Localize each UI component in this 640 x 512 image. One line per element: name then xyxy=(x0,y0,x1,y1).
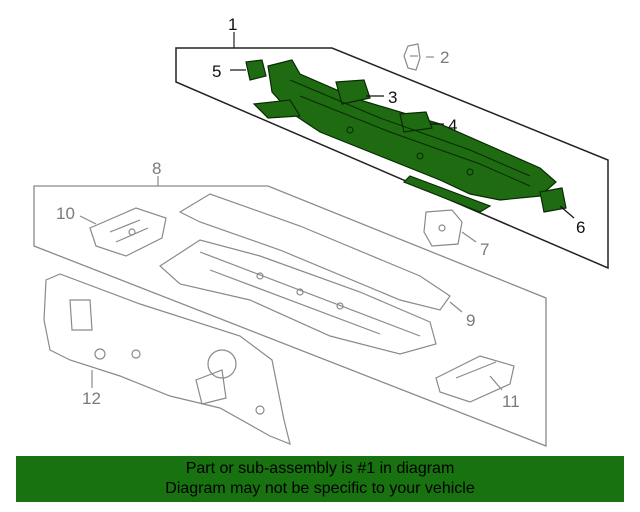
banner-line-2: Diagram may not be specific to your vehi… xyxy=(165,480,475,497)
leader-7 xyxy=(461,231,477,243)
leader-6 xyxy=(559,205,575,219)
callout-9: 9 xyxy=(466,311,475,330)
callout-12: 12 xyxy=(82,389,101,408)
callout-4: 4 xyxy=(448,116,457,135)
part-2-clip xyxy=(403,43,421,71)
callout-1: 1 xyxy=(228,15,237,34)
callout-10: 10 xyxy=(56,204,75,223)
leader-9 xyxy=(449,301,463,313)
assembly-8-box xyxy=(33,185,547,447)
assembly-1-box xyxy=(175,47,609,270)
leader-11 xyxy=(489,375,503,391)
cowl-top-panel xyxy=(245,59,567,213)
leader-10 xyxy=(79,215,97,225)
callout-6: 6 xyxy=(576,218,585,237)
callout-7: 7 xyxy=(480,240,489,259)
part-10-bracket xyxy=(89,207,167,257)
callout-3: 3 xyxy=(388,88,397,107)
part-9-crossmember xyxy=(159,193,451,355)
callout-11: 11 xyxy=(502,392,520,411)
callout-5: 5 xyxy=(212,62,221,81)
callout-2: 2 xyxy=(440,48,449,67)
cowl-detail-lines xyxy=(289,79,531,187)
part-7-bracket xyxy=(423,209,463,247)
parts-diagram: 1 2 3 4 5 6 7 8 9 10 11 12 xyxy=(33,15,609,447)
info-banner: Part or sub-assembly is #1 in diagram Di… xyxy=(16,456,624,502)
callout-8: 8 xyxy=(152,159,161,178)
part-12-dash-panel xyxy=(43,273,291,445)
banner-line-1: Part or sub-assembly is #1 in diagram xyxy=(185,460,455,477)
part-11-bracket xyxy=(435,355,515,403)
